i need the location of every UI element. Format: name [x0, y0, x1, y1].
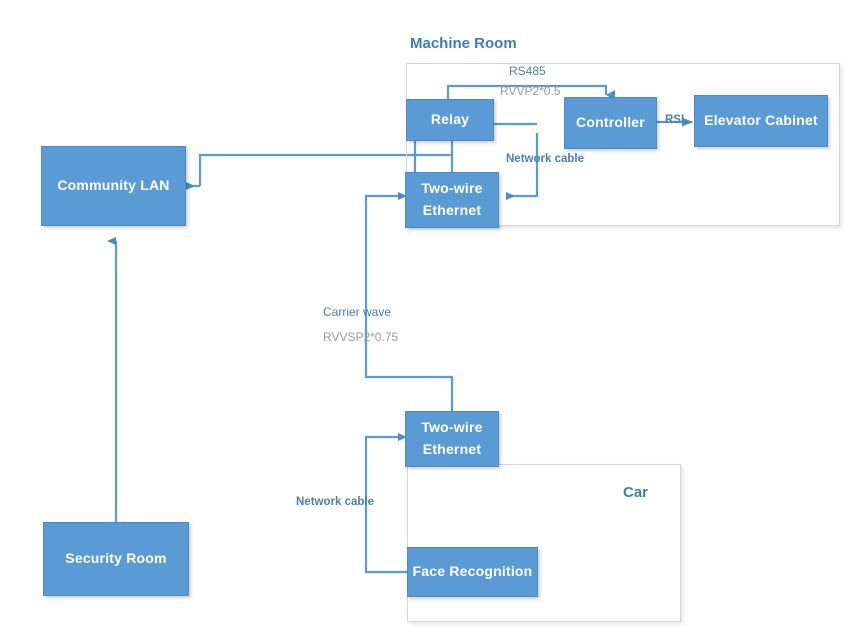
node-security-room-label: Security Room	[65, 550, 167, 567]
node-face-recognition[interactable]: Face Recognition	[407, 547, 538, 597]
node-community-lan-label: Community LAN	[57, 177, 170, 194]
node-security-room[interactable]: Security Room	[43, 522, 189, 596]
node-two-wire-ethernet-top[interactable]: Two-wire Ethernet	[405, 172, 499, 228]
edge-carrier-wave	[364, 192, 454, 411]
edge-label-rs485: RS485	[509, 64, 546, 78]
machine-room-title: Machine Room	[410, 35, 517, 52]
edge-network-cable-to-ethernet-top	[506, 133, 539, 200]
node-two-wire-ethernet-bottom-label-line1: Two-wire	[421, 419, 483, 436]
machine-room-container	[406, 63, 840, 226]
edge-label-network-cable-top: Network cable	[506, 153, 584, 165]
node-face-recognition-label: Face Recognition	[412, 563, 533, 580]
node-community-lan[interactable]: Community LAN	[41, 146, 186, 226]
edge-label-carrier-wave: Carrier wave	[323, 305, 392, 319]
node-elevator-cabinet-label: Elevator Cabinet	[704, 112, 818, 129]
car-container	[407, 464, 681, 622]
edge-ethernet-top-to-community-lan	[186, 153, 452, 190]
edge-label-rsl: RSL	[665, 114, 688, 126]
node-two-wire-ethernet-top-label-line1: Two-wire	[421, 180, 483, 197]
edge-relay-to-controller-rs485	[446, 84, 615, 103]
node-controller[interactable]: Controller	[564, 97, 657, 149]
car-title: Car	[623, 484, 649, 501]
edge-label-rvvp: RVVP2*0.5	[500, 84, 561, 98]
node-relay-label: Relay	[430, 111, 470, 128]
node-controller-label: Controller	[576, 114, 645, 131]
edge-label-rvvsp: RVVSP2*0.75	[323, 330, 399, 344]
edge-label-network-cable-bottom: Network cable	[296, 496, 374, 508]
node-two-wire-ethernet-bottom[interactable]: Two-wire Ethernet	[405, 411, 499, 467]
node-relay[interactable]: Relay	[406, 99, 494, 141]
node-two-wire-ethernet-top-label-line2: Ethernet	[422, 202, 482, 218]
node-elevator-cabinet[interactable]: Elevator Cabinet	[694, 95, 828, 147]
edge-face-recognition-to-ethernet-bottom	[364, 433, 408, 574]
node-two-wire-ethernet-bottom-label-line2: Ethernet	[422, 441, 482, 457]
